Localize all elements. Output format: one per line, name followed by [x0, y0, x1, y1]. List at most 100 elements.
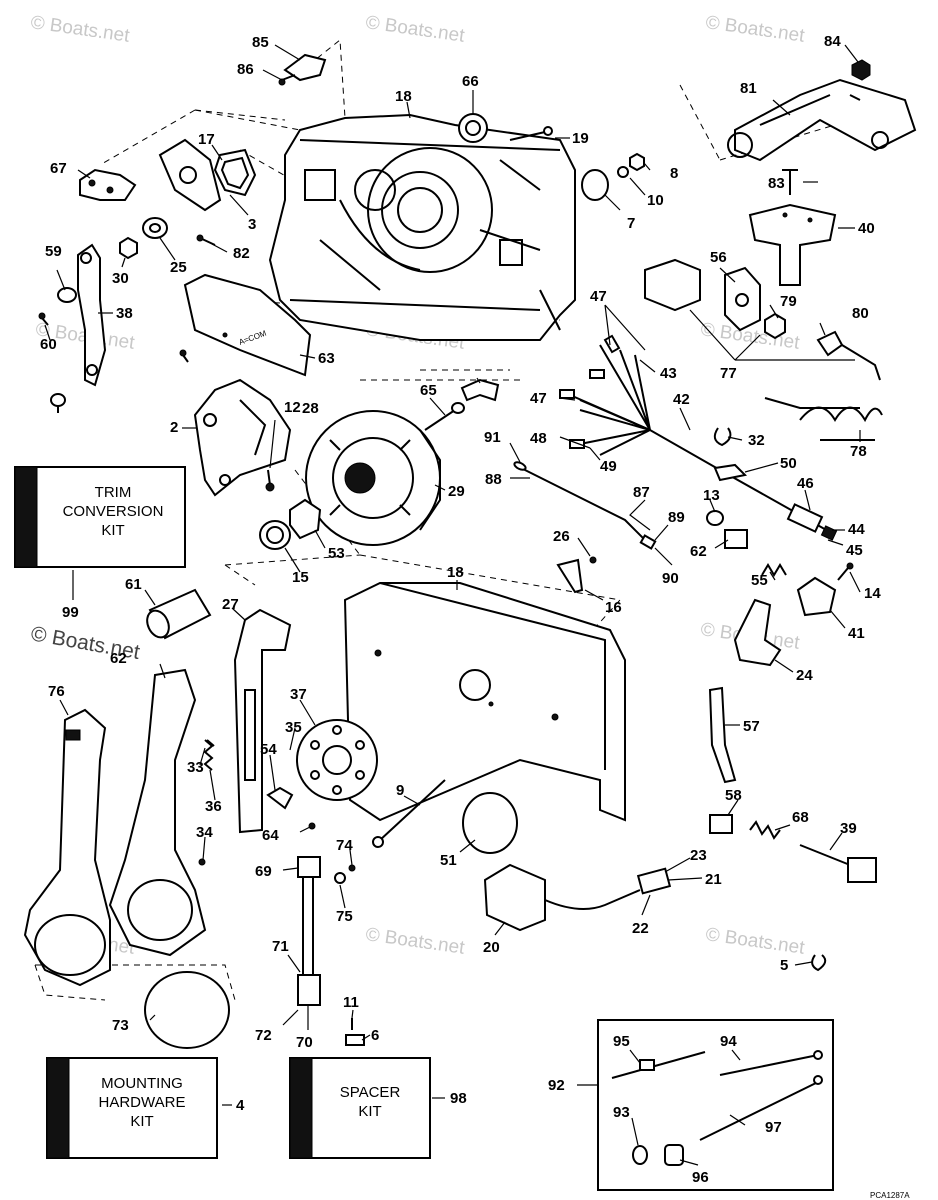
part-60-screw-b: [179, 349, 189, 363]
callout: 62: [110, 650, 127, 667]
callout: 75: [336, 908, 353, 925]
callout: 46: [797, 475, 814, 492]
part-46-connector: [786, 503, 838, 541]
callout: 18: [395, 88, 412, 105]
drawing-ref: PCA1287A: [870, 1191, 910, 1200]
part-26-screw: [589, 556, 597, 564]
callout: 35: [285, 719, 302, 736]
kit-label-line: KIT: [130, 1113, 153, 1130]
part-10-washer: [617, 166, 629, 178]
callout: 49: [600, 458, 617, 475]
callout: 48: [530, 430, 547, 447]
callout: 61: [125, 576, 142, 593]
callout: 45: [846, 542, 863, 559]
part-34-screw: [198, 858, 206, 866]
watermark: © Boats.net: [704, 924, 806, 959]
callout: 20: [483, 939, 500, 956]
part-32-clip: [713, 427, 732, 447]
callout: 14: [864, 585, 881, 602]
part-17-gasket: [213, 148, 257, 197]
part-13-plug: [706, 510, 724, 526]
part-40-bracket: [748, 203, 837, 286]
callout: 73: [112, 1017, 129, 1034]
callout: 70: [296, 1034, 313, 1051]
part-67-arm: [79, 168, 137, 201]
callout: 9: [396, 782, 404, 799]
part-65-grommet: [460, 378, 500, 402]
part-6-spacer: [345, 1034, 365, 1046]
part-51-plug: [462, 792, 518, 854]
part-8-nut: [629, 152, 645, 172]
callout: 17: [198, 131, 215, 148]
part-55-spring: [761, 563, 787, 577]
callout: 98: [450, 1090, 467, 1107]
part-83-screw: [782, 169, 798, 195]
part-38-lever: [77, 243, 107, 387]
callout: 74: [336, 837, 353, 854]
callout: 42: [673, 391, 690, 408]
watermark: © Boats.net: [364, 924, 466, 959]
part-24-plate: [733, 598, 782, 667]
callout: 62: [690, 543, 707, 560]
part-9-bolt: [372, 779, 446, 848]
part-68-spring: [749, 820, 781, 840]
callout: 83: [768, 175, 785, 192]
callout: 90: [662, 570, 679, 587]
callout: 94: [720, 1033, 737, 1050]
callout: 88: [485, 471, 502, 488]
callout: 86: [237, 61, 254, 78]
callout: 65: [420, 382, 437, 399]
callout: 10: [647, 192, 664, 209]
part-16-clip: [556, 558, 584, 594]
callout: 93: [613, 1104, 630, 1121]
callout: 29: [448, 483, 465, 500]
watermark: © Boats.net: [704, 12, 806, 47]
callout: 58: [725, 787, 742, 804]
part-56-switch: [644, 258, 761, 332]
callout: 16: [605, 599, 622, 616]
callout: 41: [848, 625, 865, 642]
part-14-screw: [837, 562, 854, 581]
callout: 13: [703, 487, 720, 504]
callout: 33: [187, 759, 204, 776]
part-62-block: [724, 529, 748, 549]
part-37-plate: [296, 719, 378, 801]
part-92-bolt-kit: [597, 1019, 834, 1191]
callout: 81: [740, 80, 757, 97]
callout: 3: [248, 216, 256, 233]
callout: 84: [824, 33, 841, 50]
callout: 12: [284, 399, 301, 416]
callout: 51: [440, 852, 457, 869]
watermark: © Boats.net: [364, 12, 466, 47]
watermark: © Boats.net: [29, 12, 131, 47]
callout: 80: [852, 305, 869, 322]
part-7-plug: [581, 169, 609, 201]
callout: 24: [796, 667, 813, 684]
part-66-grommet: [458, 113, 488, 143]
callout: 43: [660, 365, 677, 382]
callout: 30: [112, 270, 129, 287]
callout: 47: [530, 390, 547, 407]
callout: 91: [484, 429, 501, 446]
part-3-cam: [158, 138, 222, 212]
callout: 67: [50, 160, 67, 177]
callout: 64: [262, 827, 279, 844]
callout: 95: [613, 1033, 630, 1050]
callout: 2: [170, 419, 178, 436]
part-86-screw: [278, 74, 296, 86]
part-28-screw: [424, 402, 465, 431]
kit-label-line: TRIM: [95, 484, 132, 501]
part-5-clip: [811, 954, 827, 972]
leader-lines: [44, 44, 861, 1166]
part-76-handle: [23, 708, 111, 987]
part-69-wire: [297, 856, 321, 1006]
kit-label-line: MOUNTING: [101, 1075, 183, 1092]
callout: 25: [170, 259, 187, 276]
part-33-spring: [203, 739, 214, 771]
callout: 72: [255, 1027, 272, 1044]
callout: 37: [290, 686, 307, 703]
callout: 27: [222, 596, 239, 613]
callout: 47: [590, 288, 607, 305]
callout: 15: [292, 569, 309, 586]
callout: 89: [668, 509, 685, 526]
